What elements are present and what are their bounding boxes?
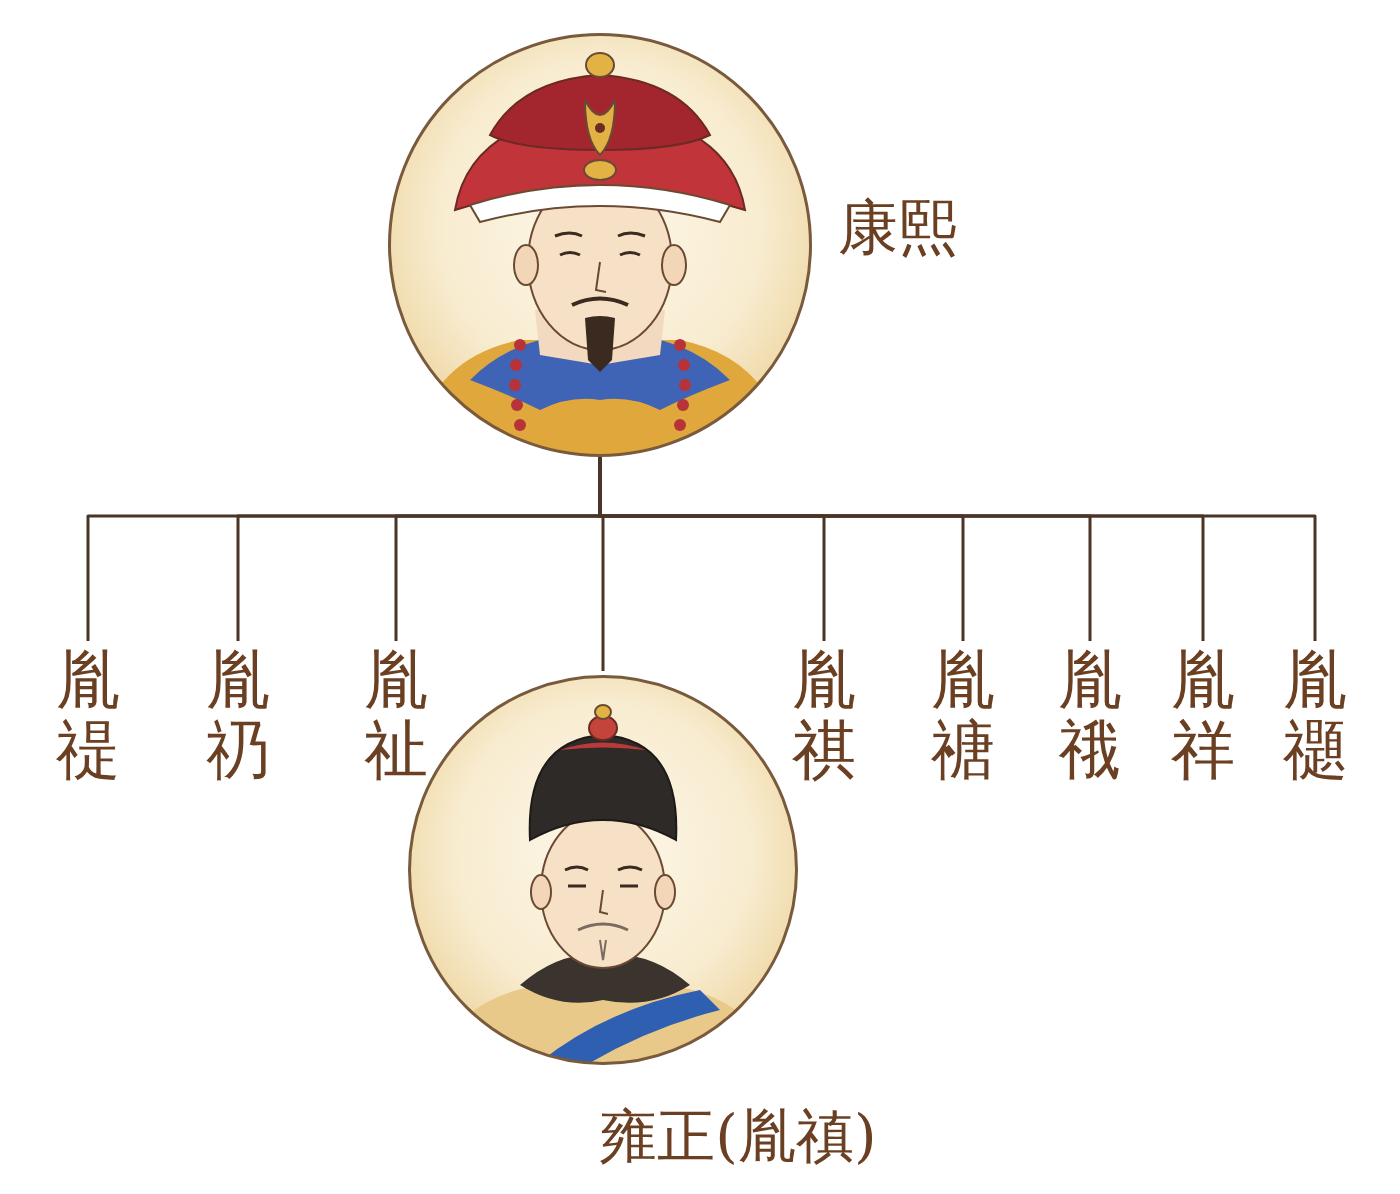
face [541,812,665,968]
family-connector [600,457,963,641]
son-name-text: 胤禵 [1283,645,1347,786]
connector-line [600,457,824,641]
son-name-text: 胤祉 [364,645,428,786]
son-name-text: 胤䄉 [1058,645,1122,786]
emperor-name: 雍正(胤禛) [599,1107,876,1165]
hat [530,735,677,840]
son-name: 胤祺 [792,645,856,786]
family-connector [396,457,600,641]
connector-line [600,457,963,641]
son-name: 胤禔 [56,645,120,786]
son-name-text: 胤祥 [1171,645,1235,786]
family-connector [600,457,1203,641]
son-name: 胤禵 [1283,645,1347,786]
family-connector [88,457,600,641]
beard [585,316,615,372]
son-name: 胤祥 [1171,645,1235,786]
son-name-text: 胤祺 [792,645,856,786]
family-connector [600,457,824,641]
moustache [578,924,628,930]
connector-line [600,457,1315,641]
portrait-circle: 康熙 [388,33,812,457]
son-name-text: 胤禟 [931,645,995,786]
family-connector [238,457,600,641]
connector-line [396,457,600,641]
son-name: 胤祉 [364,645,428,786]
connector-line [88,457,600,641]
connector-line [600,457,1090,641]
court-beads [509,339,691,431]
connector-line [238,457,600,641]
moustache [572,299,628,306]
son-name: 胤禟 [931,645,995,786]
son-name-text: 胤禔 [56,645,120,786]
son-name: 胤礽 [206,645,270,786]
yongzheng-portrait [410,677,796,1075]
portrait-circle: 雍正(胤禛) [408,675,798,1065]
family-connector [600,457,1090,641]
kangxi-portrait [390,35,810,470]
connector-line [600,457,1203,641]
family-connector [600,457,1315,641]
son-name: 胤䄉 [1058,645,1122,786]
son-name-text: 胤礽 [206,645,270,786]
emperor-name: 康熙 [838,197,958,257]
